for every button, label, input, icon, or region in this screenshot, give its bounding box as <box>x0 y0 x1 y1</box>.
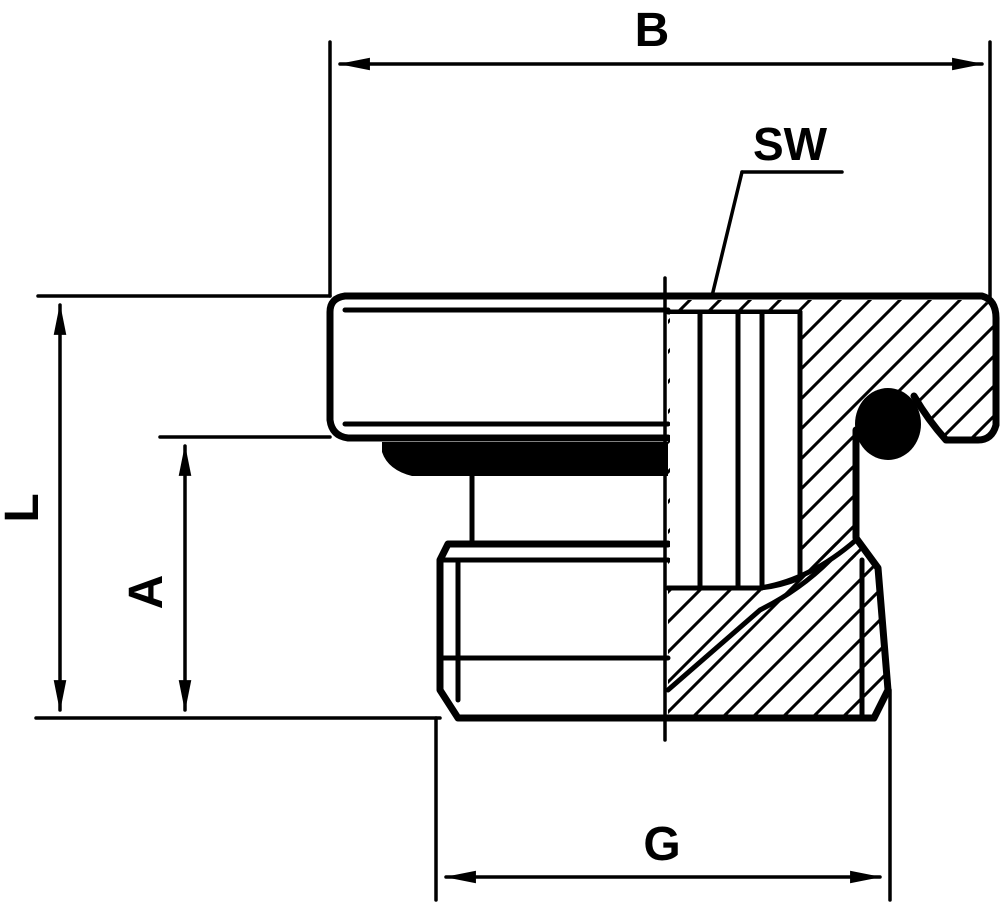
hatch-line <box>833 540 886 718</box>
hatch-line <box>668 540 852 718</box>
dimension-l: L <box>0 294 442 720</box>
sealing-ring <box>382 442 668 476</box>
label-l: L <box>0 493 49 522</box>
hatch-line <box>803 540 886 718</box>
label-b: B <box>635 4 670 57</box>
undercut-neck <box>469 473 671 547</box>
hatch-line <box>895 530 1000 725</box>
dimension-sw: SW <box>710 118 844 298</box>
sw-leader-line <box>710 170 744 298</box>
hatch-line <box>683 540 882 718</box>
label-a: A <box>120 575 173 610</box>
section-outline-thread <box>664 426 892 722</box>
hex-head-outline <box>326 292 672 442</box>
bore-cone <box>665 537 859 591</box>
dimension-b: B <box>328 4 992 302</box>
fitting-exterior-view <box>326 292 672 722</box>
socket-void <box>670 314 798 586</box>
thread-outline <box>436 540 672 722</box>
hatch-line <box>985 530 1000 725</box>
hatch-line <box>668 300 702 560</box>
dimension-g: G <box>434 688 892 902</box>
hatch-line <box>955 530 1000 725</box>
hatch-line <box>360 290 640 570</box>
bore-cone-inner <box>665 557 833 693</box>
hatch-line <box>668 300 672 560</box>
label-sw: SW <box>753 118 828 170</box>
dimension-a: A <box>120 435 332 712</box>
section-view <box>360 290 1000 725</box>
hatch-line <box>773 540 886 718</box>
o-ring-section <box>855 388 921 460</box>
label-g: G <box>643 818 680 871</box>
section-outline-head <box>664 292 1000 444</box>
hatch-line <box>925 530 1000 725</box>
hatch-line <box>743 540 886 718</box>
